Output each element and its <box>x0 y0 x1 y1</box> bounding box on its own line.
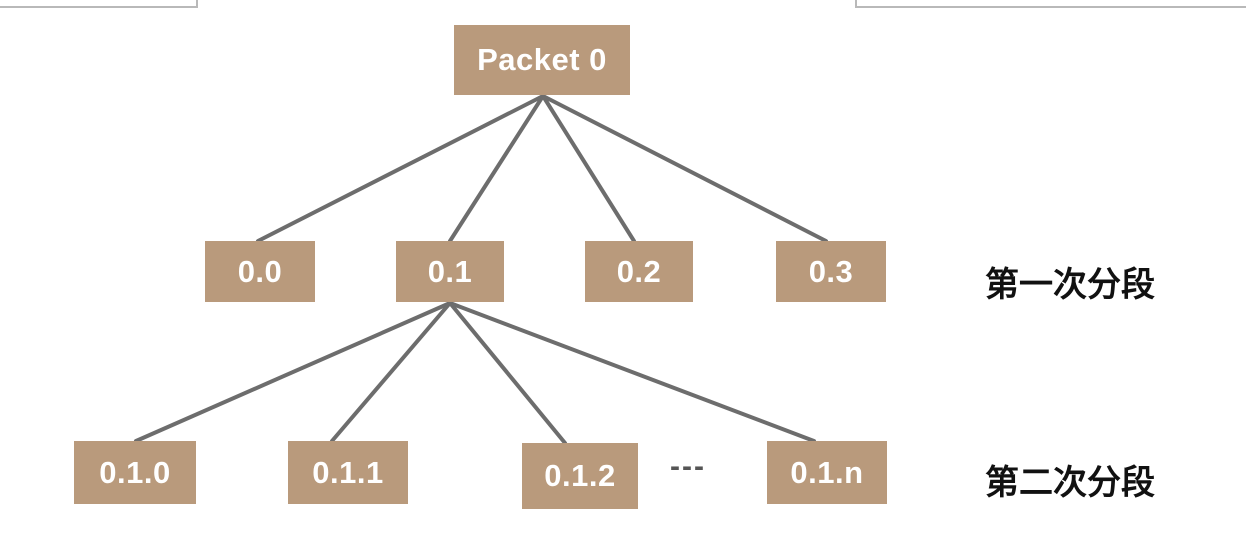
node-0-1: 0.1 <box>396 241 504 302</box>
label-first-segmentation: 第一次分段 <box>985 265 1155 305</box>
edge-root-to-0.3 <box>541 94 828 243</box>
node-packet-0: Packet 0 <box>454 25 630 95</box>
node-0-1-n: 0.1.n <box>767 441 887 504</box>
top-right-frame <box>855 0 1246 8</box>
edge-root-to-0.1 <box>448 94 545 243</box>
edge-0.1-to-0.1.2 <box>448 301 567 445</box>
node-0-1-0: 0.1.0 <box>74 441 196 504</box>
node-0-1-1: 0.1.1 <box>288 441 408 504</box>
label-second-segmentation: 第二次分段 <box>985 463 1155 503</box>
top-left-frame <box>0 0 198 8</box>
edge-0.1-to-0.1.1 <box>330 301 452 443</box>
ellipsis-more-segments: --- <box>670 450 706 483</box>
edge-root-to-0.0 <box>256 94 545 243</box>
node-0-2: 0.2 <box>585 241 693 302</box>
edge-0.1-to-0.1.0 <box>134 301 452 443</box>
edge-root-to-0.2 <box>541 94 636 243</box>
edge-0.1-to-0.1.n <box>448 301 816 443</box>
node-0-1-2: 0.1.2 <box>522 443 638 509</box>
node-0-0: 0.0 <box>205 241 315 302</box>
node-0-3: 0.3 <box>776 241 886 302</box>
